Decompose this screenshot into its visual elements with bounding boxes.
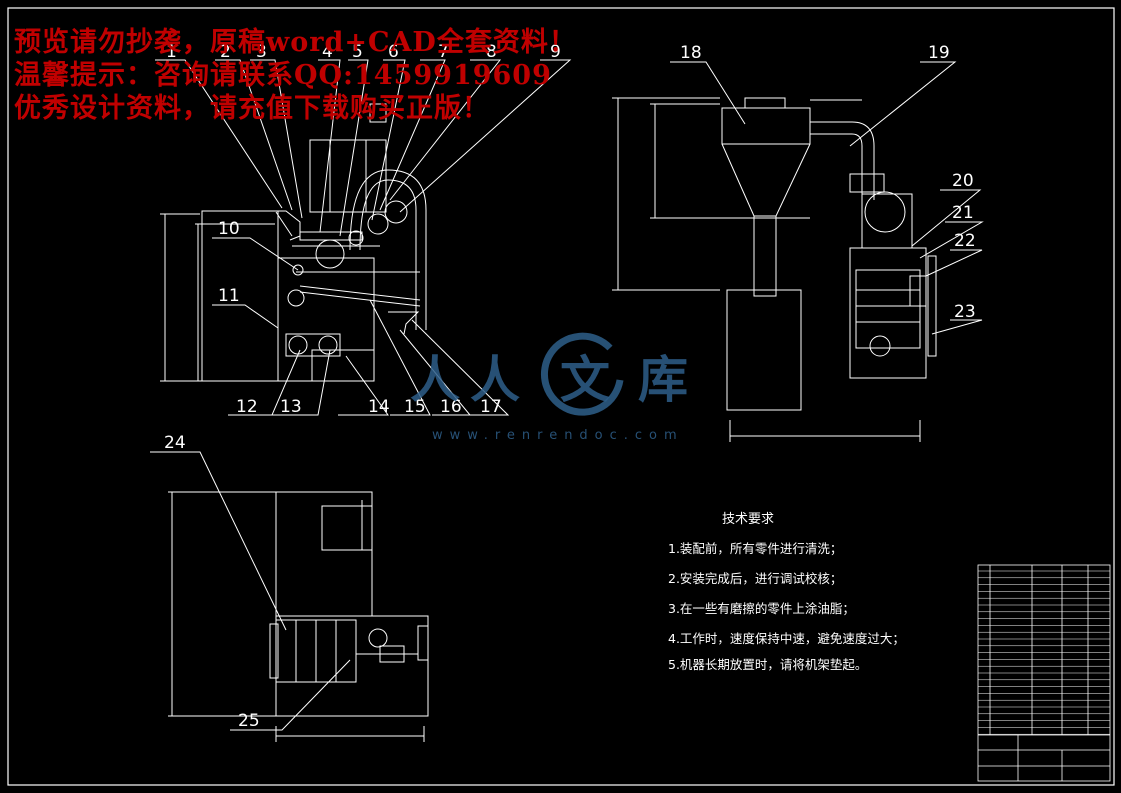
part-label-16: 16: [440, 397, 462, 417]
part-label-21: 21: [952, 203, 974, 223]
part-label-12: 12: [236, 397, 258, 417]
front-view: [160, 103, 427, 382]
part-label-22: 22: [954, 231, 976, 251]
part-label-23: 23: [954, 302, 976, 322]
part-label-1: 1: [166, 42, 177, 62]
part-label-10: 10: [218, 219, 240, 239]
side-view: [612, 97, 937, 442]
logo-char-2: 人: [470, 350, 520, 409]
logo-ring-arc: [540, 332, 624, 416]
tech-requirement-item: 5.机器长期放置时，请将机架垫起。: [668, 657, 868, 672]
part-label-18: 18: [680, 43, 702, 63]
part-label-7: 7: [438, 42, 449, 62]
part-label-19: 19: [928, 43, 950, 63]
part-label-2: 2: [220, 42, 231, 62]
top-view: [168, 491, 429, 742]
part-label-4: 4: [322, 42, 333, 62]
watermark-line-3: 优秀设计资料，请充值下载购买正版！: [14, 93, 490, 124]
part-label-14: 14: [368, 397, 390, 417]
watermark-line-2: 温馨提示：咨询请联系QQ:1459919609: [14, 60, 552, 91]
part-label-25: 25: [238, 711, 260, 731]
part-label-11: 11: [218, 286, 240, 306]
logo-char-1: 人: [410, 350, 460, 409]
part-label-20: 20: [952, 171, 974, 191]
part-label-5: 5: [352, 42, 363, 62]
part-label-13: 13: [280, 397, 302, 417]
part-label-24: 24: [164, 433, 186, 453]
part-number-labels: 1 2 3 4 5 6 7 8 9 10 11 12 13 14 15 16 1…: [164, 42, 976, 731]
tech-requirements-title: 技术要求: [722, 512, 775, 527]
part-label-9: 9: [550, 42, 561, 62]
leader-lines: [150, 59, 984, 731]
bom-rows: [978, 570, 1110, 735]
tech-requirement-item: 2.安装完成后，进行调试校核；: [668, 571, 843, 586]
logo-char-4: 库: [638, 350, 688, 409]
watermark-line-1: 预览请勿抄袭，原稿word+CAD全套资料！: [14, 27, 577, 58]
logo-url: www.renrendoc.com: [432, 428, 684, 443]
part-label-6: 6: [388, 42, 399, 62]
logo-char-3: 文: [560, 350, 610, 409]
tech-requirement-item: 4.工作时，速度保持中速，避免速度过大；: [668, 631, 905, 646]
part-label-17: 17: [480, 397, 502, 417]
part-label-8: 8: [486, 42, 497, 62]
part-label-3: 3: [256, 42, 267, 62]
part-label-15: 15: [404, 397, 426, 417]
drawing-frame: [7, 7, 1115, 786]
logo-ring: [540, 332, 624, 416]
tech-requirement-item: 1.装配前，所有零件进行清洗；: [668, 541, 843, 556]
tech-requirement-item: 3.在一些有磨擦的零件上涂油脂；: [668, 601, 855, 616]
